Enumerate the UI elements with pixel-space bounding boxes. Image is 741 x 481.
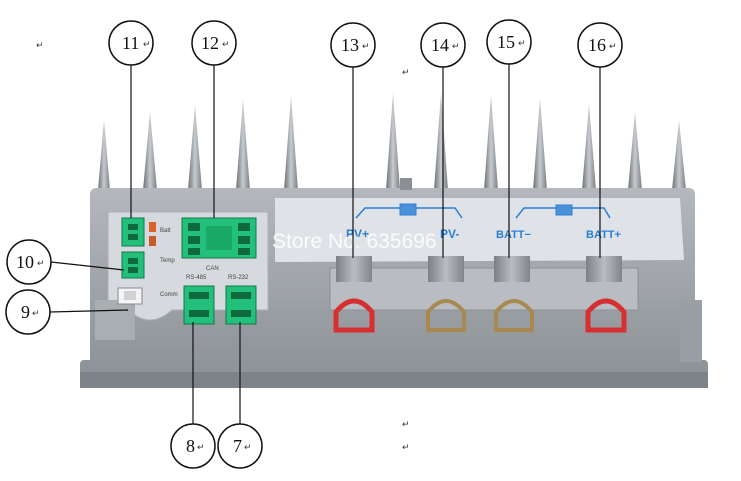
paragraph-mark: ↵ [402,67,410,77]
callout-11: 11 ↵ [108,20,154,66]
rs232-label: RS-232 [228,275,249,281]
svg-text:14: 14 [431,35,449,55]
connector-7 [225,285,257,325]
watermark: Store No: 635696 [272,230,437,253]
svg-text:Comm: Comm [160,292,178,298]
terminal-panel: PV+ PV- BATT− BATT+ [275,198,684,333]
callout-14: 14 ↵ [420,22,466,68]
terminal-batt-minus-label: BATT− [496,229,531,241]
svg-text:9: 9 [21,302,30,322]
terminal-ring-batt-minus [494,299,534,332]
terminal-batt-plus-label: BATT+ [586,229,621,241]
terminal-ring-pv-plus [333,298,375,333]
leader-lines [49,64,601,425]
connector-11 [121,217,145,247]
terminal-ring-batt-plus [585,298,627,333]
callout-13: 13 ↵ [330,22,376,68]
callout-9: 9 ↵ [5,289,51,335]
terminal-post-16 [586,256,622,282]
svg-text:7: 7 [233,436,242,456]
svg-text:Batt: Batt [160,228,171,234]
svg-text:↵: ↵ [143,39,151,49]
callout-16: 16 ↵ [577,22,623,68]
callout-15: 15 ↵ [486,19,532,65]
can-label: CAN [206,266,219,272]
heat-sink-fins [98,93,686,190]
connector-12 [181,217,257,259]
paragraph-mark: ↵ [402,442,410,452]
connector-10 [121,251,145,279]
terminal-ring-pv-minus [426,299,466,332]
battery-icon [555,204,573,216]
svg-text:↵: ↵ [362,41,370,51]
terminal-pv-plus-label: PV+ [346,227,369,241]
callout-10: 10 ↵ [6,239,52,285]
terminal-pv-minus-label: PV- [440,227,459,241]
svg-text:↵: ↵ [37,258,45,268]
terminal-post-15 [494,256,530,282]
svg-text:10: 10 [16,252,34,272]
callout-7: 7 ↵ [217,423,263,469]
svg-text:↵: ↵ [452,41,460,51]
communication-panel: Batt Temp Comm CAN RS-485 RS-232 [95,211,269,340]
callout-8: 8 ↵ [170,423,216,469]
svg-text:↵: ↵ [518,38,526,48]
connector-8 [183,285,215,325]
svg-text:↵: ↵ [244,442,252,452]
svg-text:↵: ↵ [609,41,617,51]
callout-12: 12 ↵ [191,20,237,66]
svg-text:8: 8 [186,436,195,456]
solar-panel-icon [399,203,417,216]
paragraph-mark: ↵ [402,419,410,429]
paragraph-mark: ↵ [36,40,44,50]
terminal-post-14 [428,256,464,282]
svg-text:11: 11 [122,33,139,53]
svg-text:↵: ↵ [197,442,205,452]
svg-text:13: 13 [341,35,359,55]
terminal-post-13 [336,256,372,282]
svg-text:16: 16 [588,35,606,55]
svg-text:↵: ↵ [222,39,230,49]
svg-text:↵: ↵ [32,308,40,318]
svg-text:15: 15 [497,32,515,52]
svg-text:Temp: Temp [160,258,175,264]
rs485-label: RS-485 [186,275,207,281]
svg-text:12: 12 [201,33,219,53]
